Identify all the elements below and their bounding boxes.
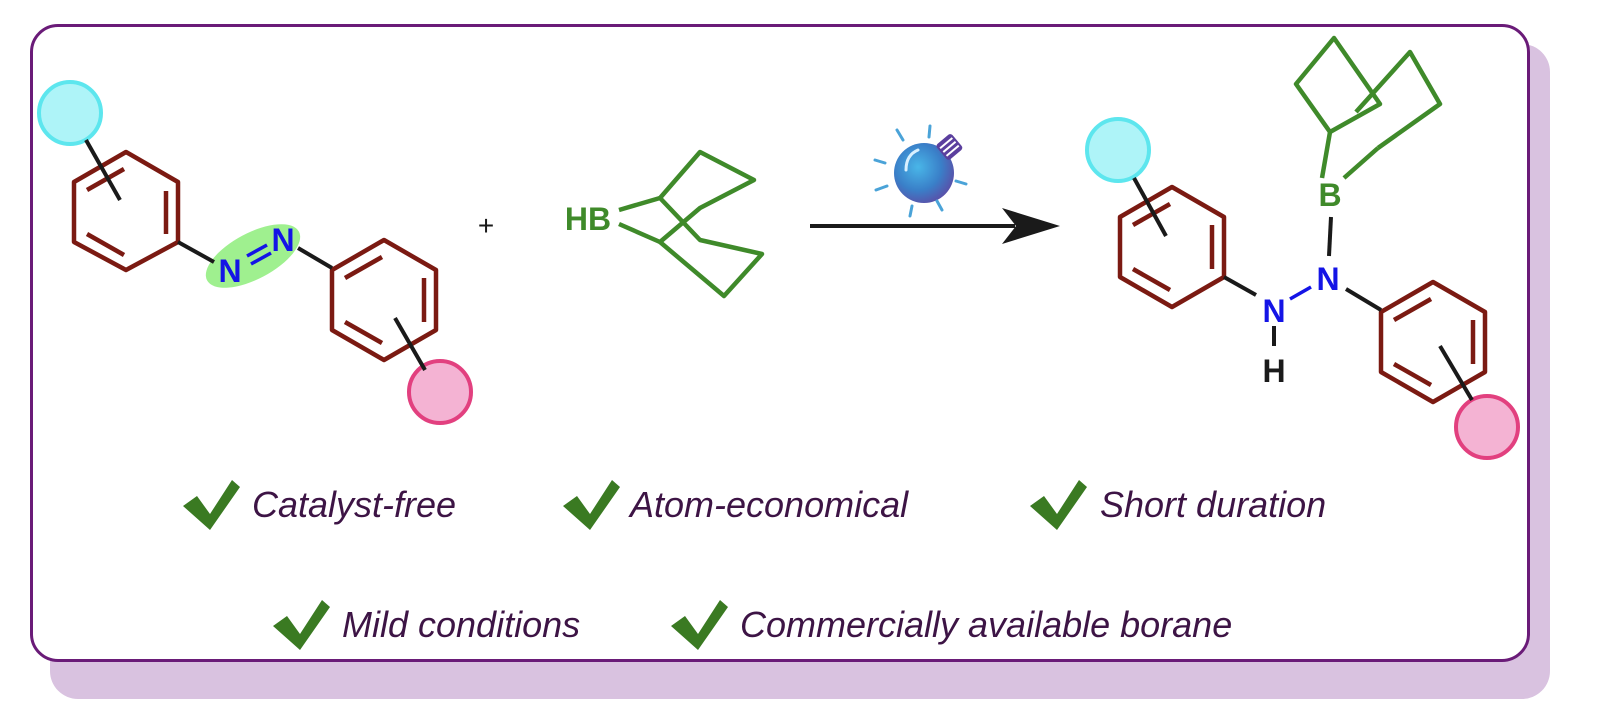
product-nitrogen-nb: N bbox=[1316, 261, 1339, 297]
ring-n-bond-right bbox=[296, 246, 334, 270]
reaction-arrow bbox=[810, 208, 1060, 244]
product-nitrogen-nh: N bbox=[1262, 293, 1285, 329]
nn-bond bbox=[1289, 285, 1312, 301]
pink-substituent bbox=[407, 359, 473, 425]
azo-double-bond-a bbox=[246, 243, 268, 258]
product-hydrazine-borane: N N H B bbox=[1085, 35, 1520, 460]
cyan-attachment-bond bbox=[84, 139, 122, 201]
azo-nitrogen-1: N bbox=[218, 253, 241, 289]
nine-bbn: HB bbox=[565, 149, 765, 299]
product-left-ring bbox=[1117, 184, 1227, 310]
benefit-label: Catalyst-free bbox=[252, 484, 456, 525]
ring-n-bond-left bbox=[177, 240, 215, 264]
product-cyan-substituent bbox=[1085, 117, 1151, 183]
pink-attachment-bond bbox=[393, 317, 427, 371]
cyan-substituent bbox=[37, 80, 103, 146]
product-pink-substituent bbox=[1454, 394, 1520, 460]
product-boron: B bbox=[1318, 177, 1341, 213]
product-right-ring bbox=[1378, 279, 1488, 405]
check-icon bbox=[563, 480, 620, 530]
azo-double-bond-b bbox=[250, 251, 272, 266]
light-bulb-icon bbox=[873, 124, 968, 218]
frame bbox=[30, 24, 1530, 662]
check-icon bbox=[273, 600, 330, 650]
right-benzene-ring bbox=[329, 237, 439, 363]
ring-nh-bond bbox=[1223, 275, 1257, 297]
azobenzene: N N bbox=[37, 80, 473, 425]
left-benzene-ring bbox=[71, 149, 181, 273]
benefit-label: Short duration bbox=[1100, 484, 1326, 525]
azo-highlight bbox=[205, 224, 301, 288]
check-icon bbox=[1030, 480, 1087, 530]
product-cyan-attachment bbox=[1132, 177, 1168, 237]
plus-sign: + bbox=[478, 210, 494, 241]
borane-hb: HB bbox=[565, 201, 611, 237]
product-pink-attachment bbox=[1438, 344, 1474, 402]
check-icon bbox=[671, 600, 728, 650]
benefit-label: Mild conditions bbox=[342, 604, 580, 645]
azo-nitrogen-2: N bbox=[271, 222, 294, 258]
product-hydrogen: H bbox=[1262, 353, 1285, 389]
benefit-label: Atom-economical bbox=[628, 484, 909, 525]
benefits-list: Catalyst-free Atom-economical Short dura… bbox=[183, 480, 1326, 650]
n-ring-bond bbox=[1344, 287, 1383, 312]
product-bbn-cage bbox=[1293, 35, 1443, 180]
n-b-bond bbox=[1327, 216, 1333, 257]
check-icon bbox=[183, 480, 240, 530]
benefit-label: Commercially available borane bbox=[740, 604, 1232, 645]
